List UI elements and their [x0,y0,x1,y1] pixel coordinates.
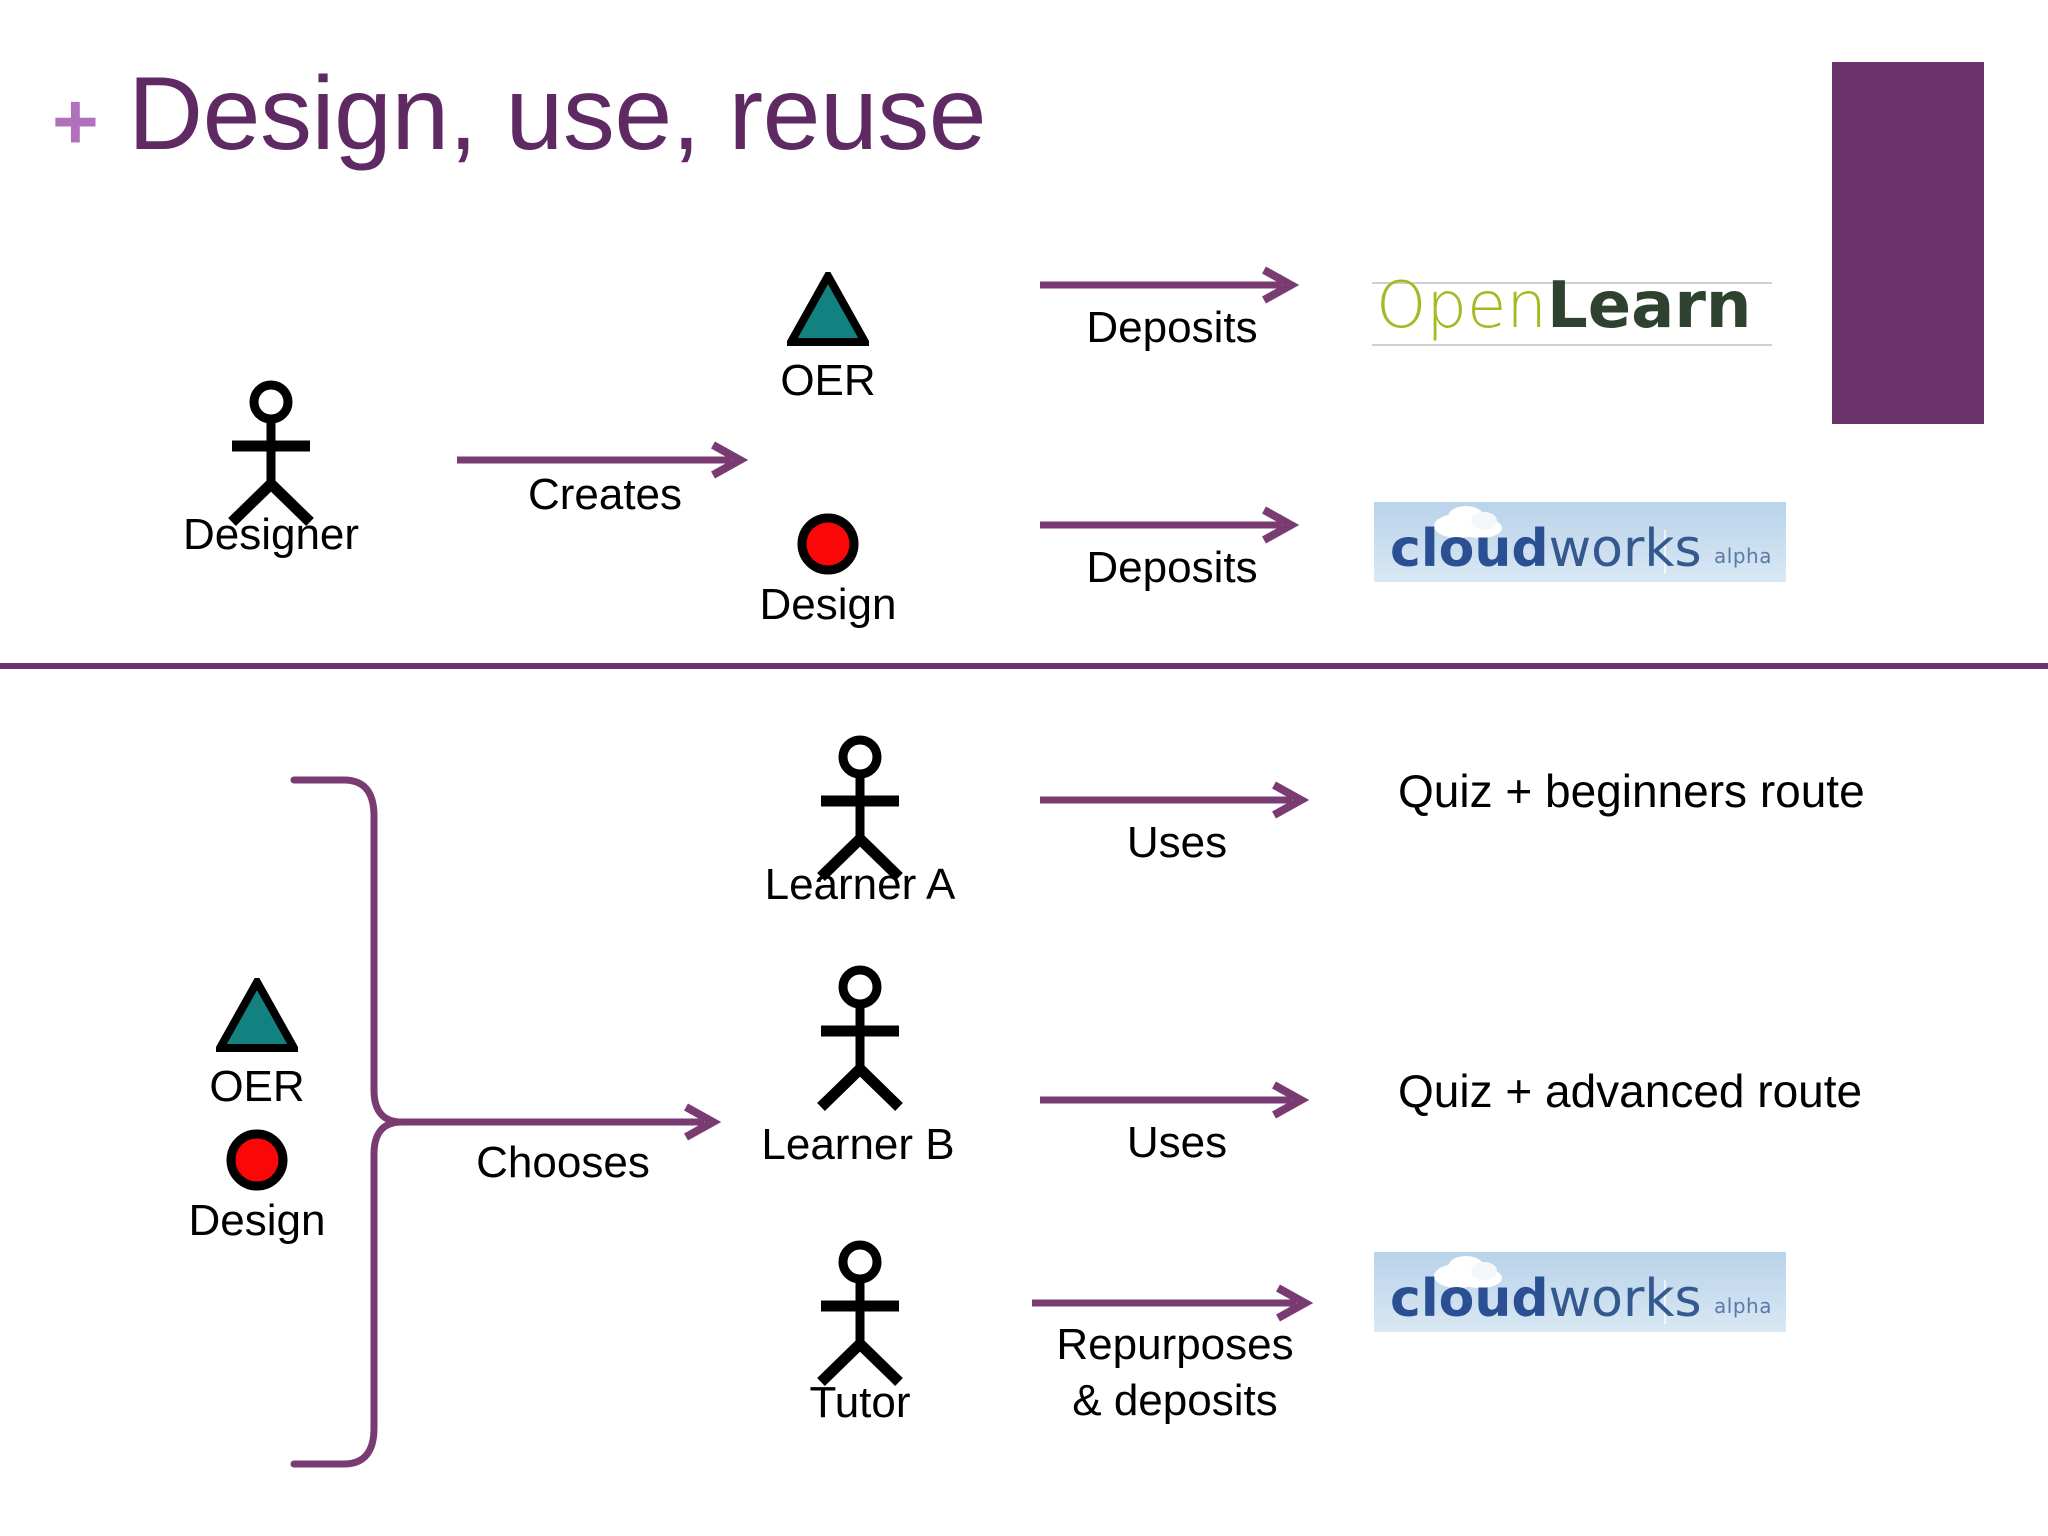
actor-icon [817,735,903,881]
artifact-oer-top [784,267,872,351]
arrow-right-icon [457,441,749,479]
uses-arrow-1 [1038,780,1316,825]
arrow-right-icon [1040,1081,1310,1119]
title-plus-icon: + [52,77,99,166]
artifact-design-top [796,512,860,581]
openlearn-word-learn: Learn [1546,269,1752,343]
arrow-right-icon [1040,266,1300,304]
actor-tutor [805,1240,915,1395]
cloudworks-alpha-badge: alpha [1714,1294,1772,1318]
uses-arrow-2 [1038,1080,1316,1125]
actor-icon [817,1240,903,1386]
actor-tutor-label: Tutor [809,1378,911,1427]
deposits-arrow-1 [1038,265,1306,310]
openlearn-rule-top [1372,282,1772,284]
repurposes-arrow-label-line1: Repurposes [1056,1320,1294,1369]
outcome-learner-a: Quiz + beginners route [1398,765,1865,817]
cloudworks-divider [1664,1280,1666,1324]
actor-designer-label: Designer [182,510,360,559]
creates-arrow [455,440,755,485]
arrow-right-icon [400,1103,722,1141]
repurposes-arrow-label-line2: & deposits [1072,1376,1278,1425]
circle-icon [226,1129,288,1191]
actor-icon [817,965,903,1111]
circle-icon [797,513,859,575]
triangle-icon [213,973,301,1052]
section-divider [0,663,2048,669]
creates-arrow-label: Creates [527,470,683,519]
uses-arrow-1-label: Uses [1126,818,1228,867]
deposits-arrow-2 [1038,505,1306,550]
repurposes-arrow [1030,1283,1320,1328]
cloudworks-word-works: works [1548,1269,1702,1329]
cloudworks-word-cloud: cloud [1390,1269,1549,1329]
actor-learner-b-label: Learner B [761,1120,955,1169]
cloud-icon [1434,1256,1502,1288]
actor-icon [228,380,314,526]
cloudworks-alpha-badge: alpha [1714,544,1772,568]
decorative-purple-block [1832,62,1984,424]
artifact-oer-top-label: OER [780,356,876,405]
cloudworks-logo-bottom[interactable]: cloudworks alpha [1374,1252,1786,1332]
artifact-design-bottom-label: Design [188,1196,326,1245]
actor-learner-b [805,965,915,1120]
page-title: Design, use, reuse [128,56,987,172]
chooses-arrow-label: Chooses [476,1138,650,1187]
deposits-arrow-2-label: Deposits [1086,543,1258,592]
triangle-icon [784,267,872,346]
arrow-right-icon [1040,506,1300,544]
uses-arrow-2-label: Uses [1126,1118,1228,1167]
artifact-oer-bottom [213,973,301,1057]
artifact-design-bottom [225,1128,289,1197]
deposits-arrow-1-label: Deposits [1086,303,1258,352]
openlearn-rule-bottom [1372,344,1772,346]
cloudworks-word-works: works [1548,519,1702,579]
artifact-oer-bottom-label: OER [209,1062,305,1111]
cloudworks-logo-top[interactable]: cloudworks alpha [1374,502,1786,582]
actor-learner-a [805,735,915,890]
openlearn-word-open: Open [1376,269,1547,343]
cloudworks-divider [1664,530,1666,574]
artifact-design-top-label: Design [759,580,897,629]
cloudworks-word-cloud: cloud [1390,519,1549,579]
cloud-icon [1434,506,1502,538]
outcome-learner-b: Quiz + advanced route [1398,1065,1863,1117]
actor-learner-a-label: Learner A [764,860,956,909]
arrow-right-icon [1032,1284,1314,1322]
openlearn-logo[interactable]: OpenLearn [1372,262,1772,348]
chooses-arrow [398,1102,728,1147]
arrow-right-icon [1040,781,1310,819]
actor-designer [216,380,326,535]
